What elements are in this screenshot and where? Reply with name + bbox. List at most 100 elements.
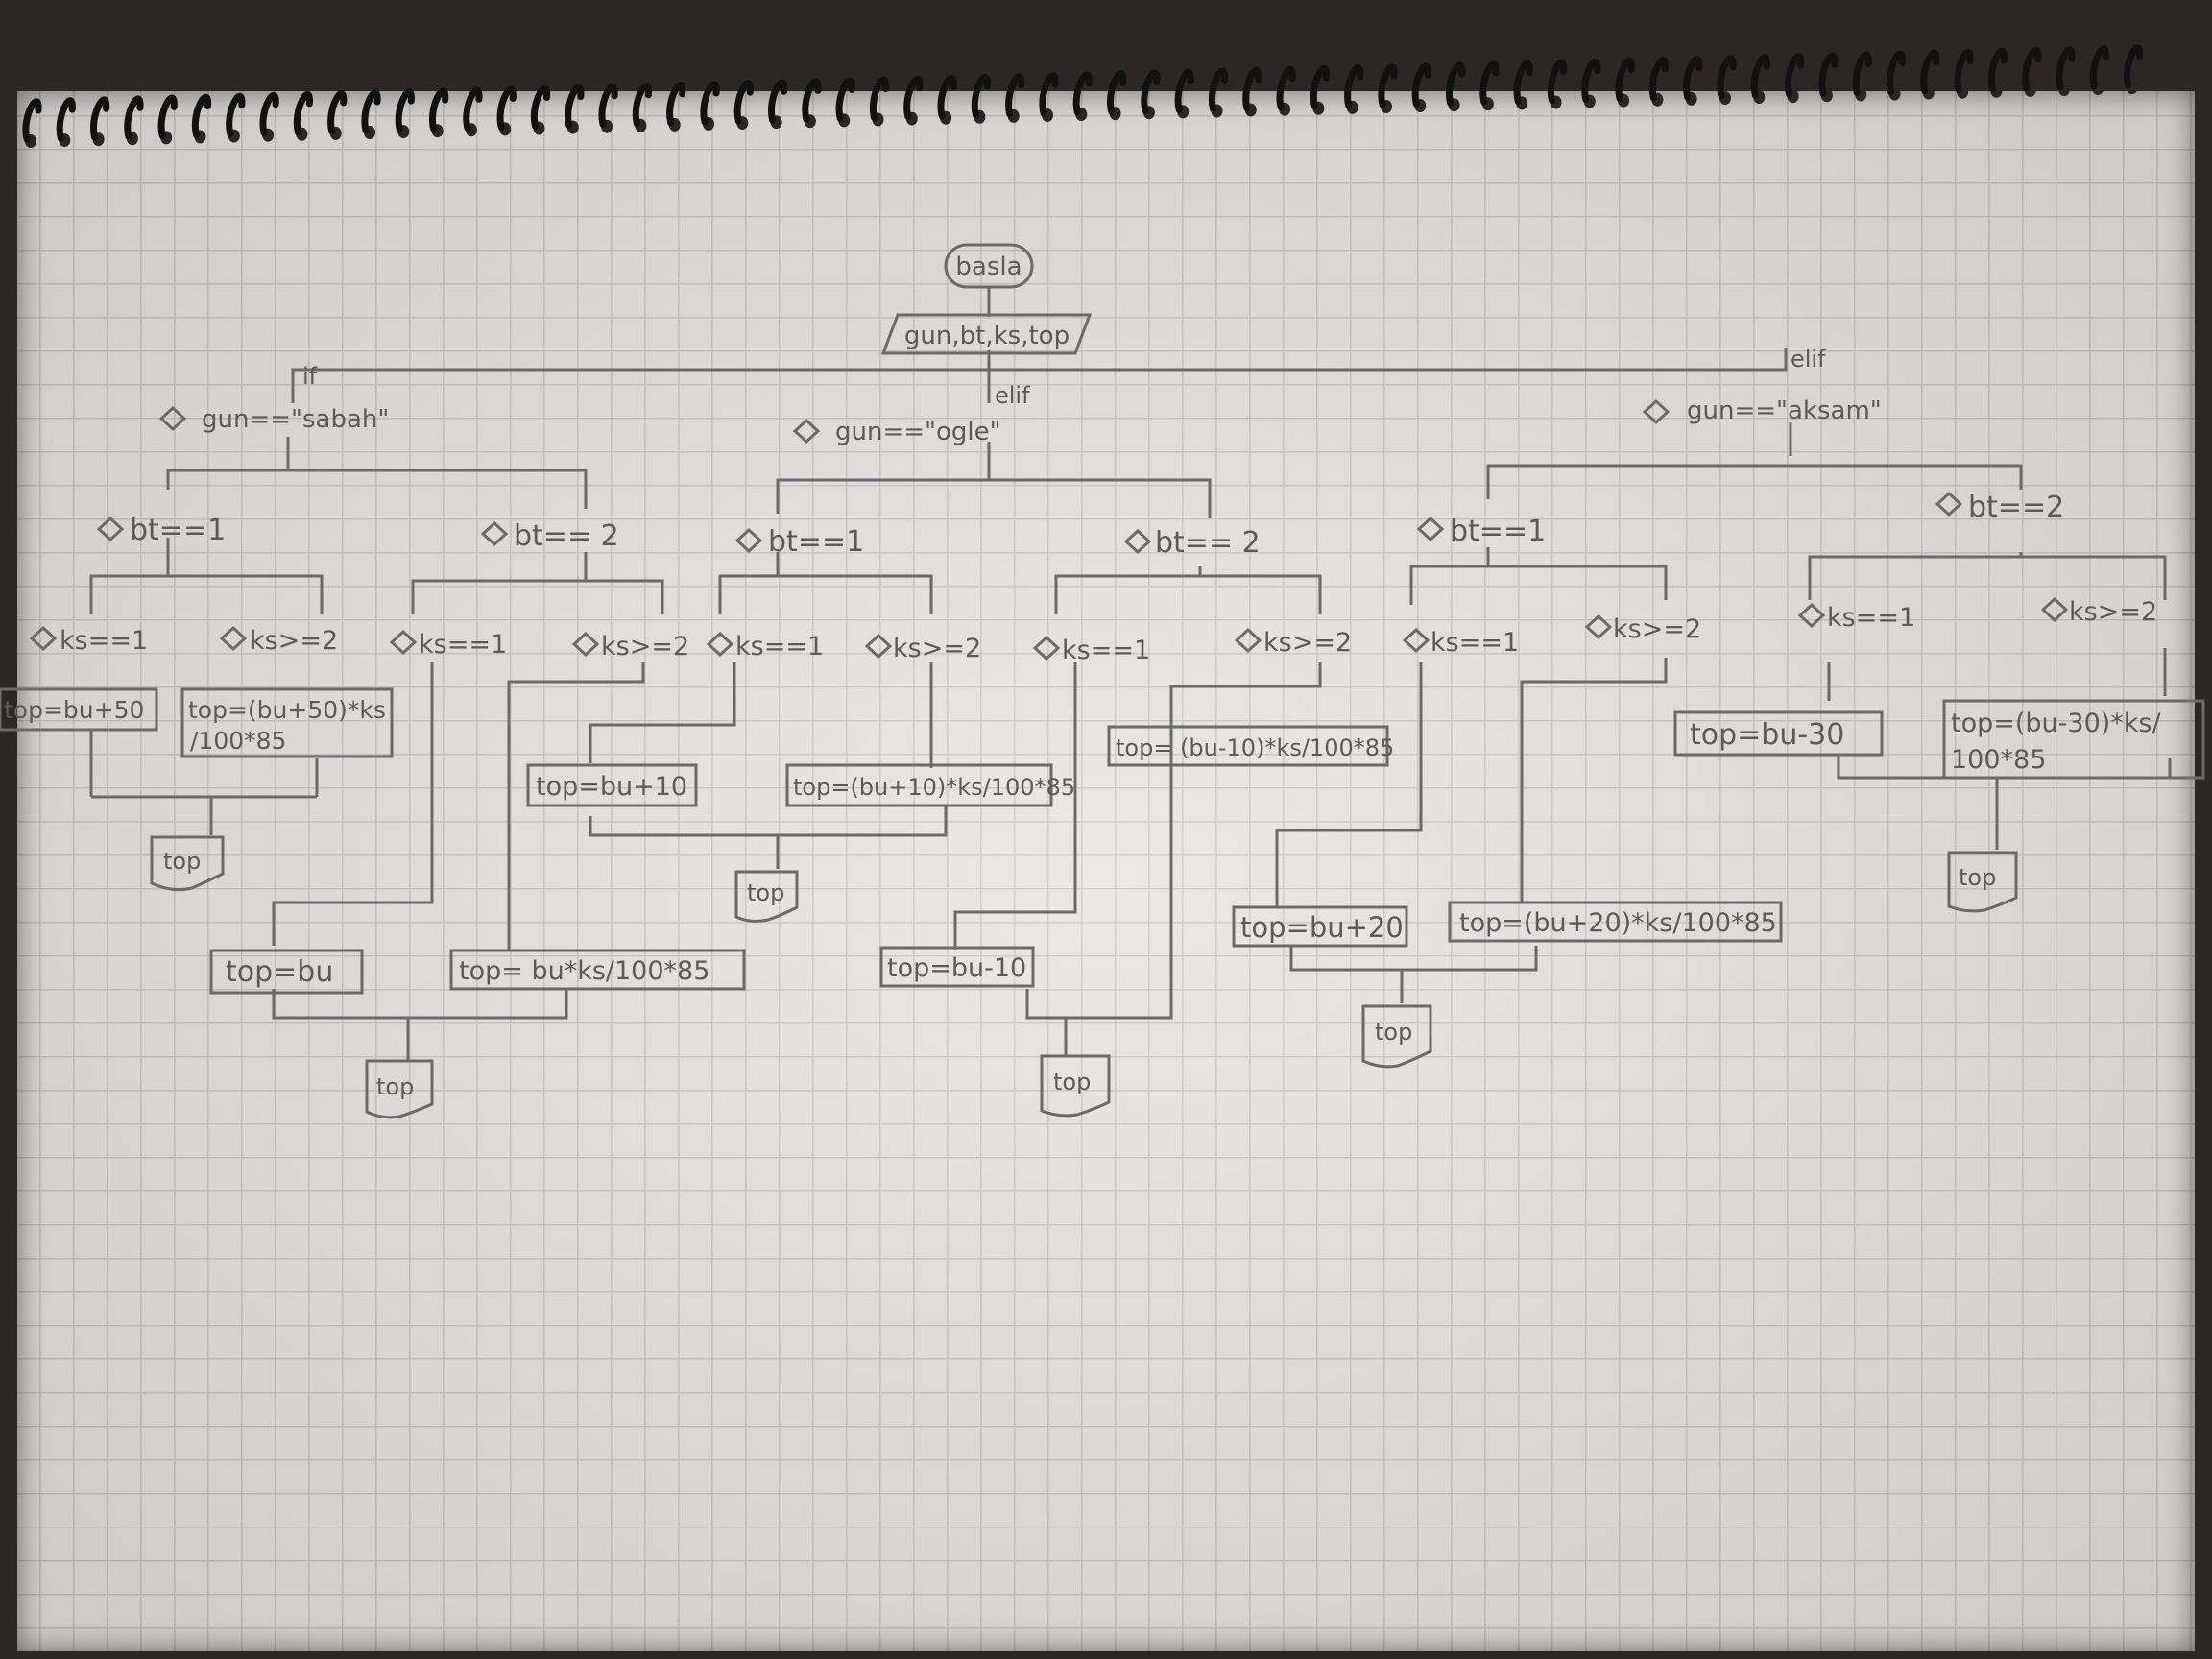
ks-decision-1: ks==1 [60,626,148,656]
process-text-5: top=bu+10 [536,772,687,802]
diamond-icon [1234,627,1262,654]
diamond-icon [1935,491,1963,517]
output-text-3: top [747,879,784,906]
ks-decision-9: ks==1 [1431,628,1519,658]
decision-ogle: gun=="ogle" [792,418,1001,446]
diamond-icon [1032,635,1061,661]
diamond-icon [734,527,763,554]
input-label: gun,bt,ks,top [904,322,1070,350]
connector-lines [89,288,2172,1061]
diamond-icon [1416,516,1445,542]
elif-label-1: elif [995,382,1030,409]
decision-ogle-bt2: bt== 2 [1123,526,1261,560]
process-box-6 [785,763,1053,807]
diamond-icon [158,405,187,432]
input-parallelogram [880,313,1093,355]
process-box-2 [180,687,394,758]
output-text-2: top [376,1073,414,1100]
decision-sabah-bt2: bt== 2 [480,519,619,553]
process-text-7: top=bu-10 [887,953,1026,983]
process-box-8 [1107,725,1389,767]
process-box-12 [1942,699,2205,780]
ks-decision-10: ks>=2 [1613,614,1701,644]
diamond-icon [864,633,893,660]
decision-aksam-bt2: bt==2 [1935,491,2064,524]
process-box-4 [449,949,746,991]
process-text-3: top=bu [226,955,333,989]
start-label: basla [955,252,1022,281]
output-shape-4 [1040,1054,1111,1118]
decision-sabah-bt1: bt==1 [96,514,226,547]
decision-aksam-bt1: bt==1 [1416,515,1546,548]
decision-ogle-bt1-label: bt==1 [768,525,864,559]
ks-decision-2: ks>=2 [250,626,338,656]
decision-ogle-label: gun=="ogle" [835,418,1001,446]
start-terminator [944,243,1034,289]
ks-decision-3: ks==1 [419,630,507,660]
diamond-icon [1123,528,1152,555]
process-text-4: top= bu*ks/100*85 [459,956,709,986]
process-text-9: top=bu+20 [1240,911,1404,944]
diamond-icon [2040,596,2069,623]
diamond-icon [1797,602,1826,629]
process-text-6: top=(bu+10)*ks/100*85 [793,774,1075,801]
decision-sabah: gun=="sabah" [158,405,389,434]
ks-decision-6: ks>=2 [893,634,981,663]
diamond-icon [1584,613,1613,640]
process-text-2a: top=(bu+50)*ks [188,696,386,724]
process-box-11 [1673,710,1884,757]
ks-decisions: ks==1 ks>=2 ks==1 ks>=2 ks==1 ks>=2 ks==… [29,596,2157,665]
decision-aksam-label: gun=="aksam" [1687,397,1882,425]
output-shape-5 [1361,1004,1432,1069]
diamond-icon [96,516,125,542]
output-text-6: top [1959,864,1996,891]
ks-decision-4: ks>=2 [601,632,689,661]
decision-aksam: gun=="aksam" [1642,397,1882,425]
decision-sabah-label: gun=="sabah" [202,405,389,434]
decision-ogle-bt1: bt==1 [734,525,864,559]
diamond-icon [389,629,418,656]
ks-decision-7: ks==1 [1062,636,1150,665]
diamond-icon [29,625,58,652]
process-text-10: top=(bu+20)*ks/100*85 [1459,908,1777,938]
process-text-1: top=bu+50 [4,696,144,724]
process-box-1 [0,687,158,732]
output-shape-6 [1947,851,2018,913]
ks-decision-8: ks>=2 [1263,628,1352,658]
decision-aksam-bt1-label: bt==1 [1450,515,1546,548]
process-box-3 [209,949,364,995]
decision-sabah-bt1-label: bt==1 [130,514,226,547]
output-text-5: top [1375,1019,1412,1046]
ks-decision-5: ks==1 [735,632,824,661]
diamond-icon [706,631,734,658]
diamond-icon [480,520,509,547]
diamond-icon [1402,627,1431,654]
output-shape-2 [365,1059,434,1119]
diamond-icon [571,631,600,658]
process-text-8: top= (bu-10)*ks/100*85 [1116,734,1394,761]
process-text-11: top=bu-30 [1690,718,1844,752]
process-text-2b: /100*85 [190,727,286,755]
output-text-4: top [1053,1069,1091,1095]
process-boxes: top=bu+50 top=(bu+50)*ks /100*85 top=bu … [0,687,2205,995]
process-box-7 [879,946,1035,988]
output-shapes: top top top top top top [150,835,2018,1119]
process-box-9 [1232,905,1408,948]
diamond-icon [1642,398,1671,425]
output-shape-3 [734,870,799,923]
output-text-1: top [163,848,201,875]
output-shape-1 [150,835,225,892]
notebook-page [17,91,2195,1651]
ks-decision-11: ks==1 [1827,603,1915,633]
if-label: if [302,363,318,390]
diamond-icon [792,418,821,445]
process-box-10 [1448,901,1783,943]
decision-aksam-bt2-label: bt==2 [1968,491,2064,524]
process-box-5 [526,763,698,807]
decision-sabah-bt2-label: bt== 2 [514,519,619,553]
process-text-12a: top=(bu-30)*ks/ [1951,709,2161,738]
process-text-12b: 100*85 [1951,745,2046,775]
diamond-icon [219,625,248,652]
elif-label-2: elif [1791,346,1826,373]
